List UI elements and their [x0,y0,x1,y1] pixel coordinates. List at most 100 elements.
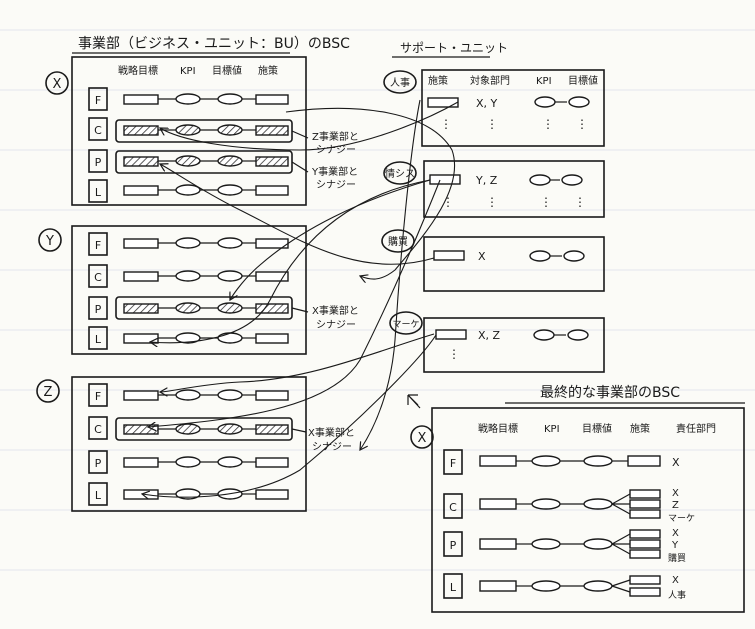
note-line: Z事業部と [312,130,359,143]
ellipsis: ⋮ [576,117,588,131]
unit-x-label: X [53,77,62,92]
ellipsis: ⋮ [440,117,452,131]
unit-y-circle [38,228,62,252]
header-measure: 施策 [428,74,448,87]
header-kpi: KPI [180,66,196,77]
owner: X [672,456,680,469]
note-line: X事業部と [312,304,359,317]
owner: X [672,528,679,539]
owner: 購買 [668,552,686,564]
note-line: シナジー [316,319,356,331]
header-target: 目標値 [212,64,242,77]
unit-x-circle [45,71,69,95]
final-row-l: L X 人事 [443,573,686,601]
unit-y-box [71,225,307,355]
ellipsis: ⋮ [574,195,586,209]
support-marketing: マーケ X, Z ⋮ [389,311,605,373]
header-measure: 施策 [630,422,650,435]
ellipsis: ⋮ [442,195,454,209]
support-label: 人事 [390,76,410,89]
unit-z-box [71,376,307,512]
owner: X [672,575,679,586]
unit-z-row-f: F [88,383,289,407]
unit-x-headers: 戦略目標 KPI 目標値 施策 [118,64,278,77]
unit-y: Y F C P L [38,225,359,355]
support-targets: X [478,250,486,263]
owner: マーケ [668,513,695,524]
support-it: 情シス Y, Z ⋮ ⋮ ⋮ ⋮ [383,160,605,218]
note-line: シナジー [316,144,356,156]
support-targets: Y, Z [475,174,498,187]
final-bsc-box [431,407,745,613]
support-units: 施策 対象部門 KPI 目標値 人事 X, Y ⋮ ⋮ ⋮ ⋮ 情シス Y, Z [381,69,605,373]
row-label: L [450,581,457,594]
support-unit-title: サポート・ユニット [400,41,508,55]
final-bsc: X 戦略目標 KPI 目標値 施策 責任部門 F X C [410,407,745,613]
row-label: L [95,333,102,346]
unit-y-label: Y [45,234,54,249]
section-titles: 事業部（ビジネス・ユニット：BU）のBSC サポート・ユニット 最終的な事業部の… [72,36,745,409]
support-label: 購買 [388,235,408,248]
ellipsis: ⋮ [540,195,552,209]
owner: Y [671,540,679,551]
owner: X [672,488,679,499]
note-line: Y事業部と [311,165,358,178]
ellipsis: ⋮ [486,117,498,131]
connection-arrows [142,99,459,497]
notebook-lines [0,29,755,571]
final-row-c: C X Z マーケ [443,488,695,524]
support-targets: X, Y [476,97,498,110]
unit-z: Z F C P L [36,376,355,512]
arrow-marketing-to-z-l [142,334,437,497]
unit-x: X 戦略目標 KPI 目標値 施策 F C P [45,56,359,206]
arrow-hr-to-y [360,99,421,450]
support-hr: 人事 X, Y ⋮ ⋮ ⋮ ⋮ [383,69,605,147]
row-label: F [450,457,456,470]
support-headers: 施策 対象部門 KPI 目標値 [428,74,598,87]
row-label: F [95,239,101,252]
support-label: マーケ [392,319,419,330]
owner: Z [672,500,679,511]
owner: 人事 [668,589,686,601]
final-headers: 戦略目標 KPI 目標値 施策 責任部門 [478,422,716,435]
bu-bsc-title: 事業部（ビジネス・ユニット：BU）のBSC [78,36,350,52]
arrow-x-to-purchasing [285,107,456,279]
support-purchasing: 購買 X [381,229,605,292]
final-arrow-icon [407,394,421,409]
unit-z-circle [36,379,60,403]
unit-y-row-c: C [88,264,289,288]
unit-x-row-c: C [88,117,293,143]
arrow-marketing-to-x [160,333,435,392]
header-owner: 責任部門 [676,422,716,435]
unit-x-row-l: L [88,179,289,203]
unit-z-notes: X事業部と シナジー [291,426,355,453]
support-label: 情シス [385,167,415,180]
unit-y-row-p: P [88,296,293,320]
header-target: 目標値 [582,422,612,435]
unit-y-notes: X事業部と シナジー [291,304,359,331]
final-row-p: P X Y 購買 [443,528,686,564]
unit-z-label: Z [44,385,53,400]
arrow-it-to-y [230,179,431,300]
unit-z-row-c: C [88,416,293,441]
unit-x-row-p: P [88,149,293,174]
unit-y-row-f: F [88,232,289,256]
note-line: X事業部と [308,426,355,439]
row-label: C [449,501,457,514]
row-label: L [95,186,102,199]
unit-z-row-p: P [88,450,289,474]
final-x-circle [410,425,434,449]
header-target-value: 目標値 [568,74,598,87]
unit-z-row-l: L [88,482,289,506]
note-line: シナジー [312,441,352,453]
arrow-purchasing-to-x-p [160,164,435,265]
arrow-hr-to-x-c [160,101,459,151]
row-label: L [95,489,102,502]
ellipsis: ⋮ [486,195,498,209]
arrow-it-to-z-c [148,179,441,427]
row-label: P [450,539,457,552]
final-bsc-title: 最終的な事業部のBSC [540,385,680,401]
header-strategy: 戦略目標 [118,64,158,77]
